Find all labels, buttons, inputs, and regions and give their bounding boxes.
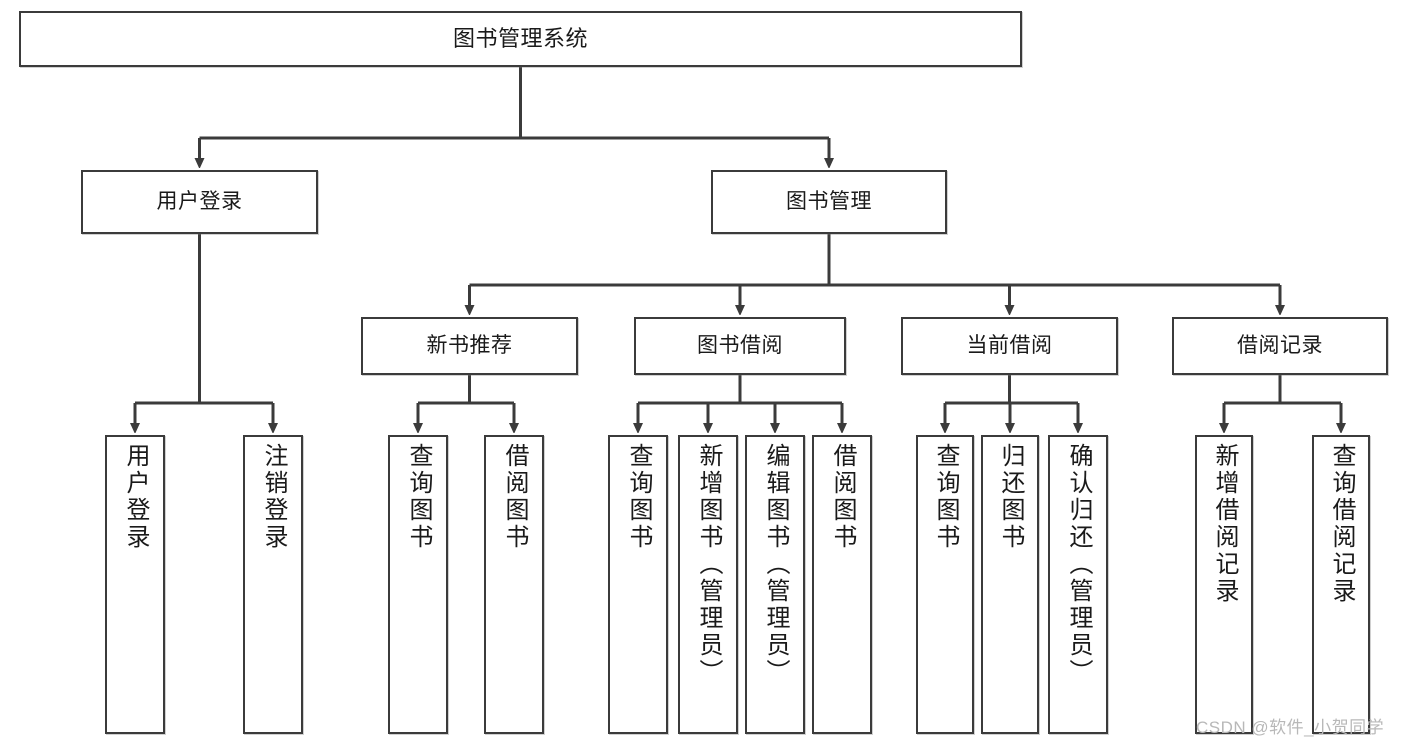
node-label: 查询图书 bbox=[405, 443, 432, 551]
node-label: 借阅记录 bbox=[1237, 333, 1323, 357]
node-leaf-logout[interactable]: 注销登录 bbox=[243, 435, 303, 734]
node-label: 图书管理 bbox=[786, 189, 872, 213]
node-borrow[interactable]: 图书借阅 bbox=[634, 317, 846, 375]
node-label: 用户登录 bbox=[122, 443, 149, 551]
node-login[interactable]: 用户登录 bbox=[81, 170, 318, 234]
node-leaf-edit[interactable]: 编辑图书（管理员） bbox=[745, 435, 805, 734]
node-label: 新增借阅记录 bbox=[1211, 443, 1238, 605]
node-label: 新书推荐 bbox=[426, 333, 513, 357]
node-label: 归还图书 bbox=[997, 443, 1024, 551]
node-newbook[interactable]: 新书推荐 bbox=[361, 317, 578, 375]
node-label: 借阅图书 bbox=[829, 443, 856, 551]
node-label: 当前借阅 bbox=[966, 333, 1053, 357]
node-leaf-query1[interactable]: 查询图书 bbox=[388, 435, 448, 734]
node-leaf-login[interactable]: 用户登录 bbox=[105, 435, 165, 734]
node-label: 查询图书 bbox=[932, 443, 959, 551]
node-label: 查询图书 bbox=[625, 443, 652, 551]
node-leaf-query3[interactable]: 查询图书 bbox=[916, 435, 974, 734]
node-leaf-borrow1[interactable]: 借阅图书 bbox=[484, 435, 544, 734]
node-label: 编辑图书（管理员） bbox=[762, 443, 789, 686]
node-label: 图书借阅 bbox=[697, 333, 783, 357]
node-leaf-addrec[interactable]: 新增借阅记录 bbox=[1195, 435, 1253, 734]
node-leaf-add[interactable]: 新增图书（管理员） bbox=[678, 435, 738, 734]
node-label: 图书管理系统 bbox=[452, 26, 588, 52]
node-current[interactable]: 当前借阅 bbox=[901, 317, 1118, 375]
node-label: 确认归还（管理员） bbox=[1065, 443, 1092, 686]
node-label: 注销登录 bbox=[260, 443, 287, 551]
node-records[interactable]: 借阅记录 bbox=[1172, 317, 1388, 375]
csdn-watermark: CSDN @软件_小贺同学 bbox=[1196, 718, 1385, 737]
node-label: 借阅图书 bbox=[501, 443, 528, 551]
node-label: 查询借阅记录 bbox=[1328, 443, 1355, 605]
node-leaf-return[interactable]: 归还图书 bbox=[981, 435, 1039, 734]
node-leaf-confirm[interactable]: 确认归还（管理员） bbox=[1048, 435, 1108, 734]
node-bookmgmt[interactable]: 图书管理 bbox=[711, 170, 947, 234]
node-label: 用户登录 bbox=[156, 189, 243, 213]
node-leaf-queryrec[interactable]: 查询借阅记录 bbox=[1312, 435, 1370, 734]
node-leaf-query2[interactable]: 查询图书 bbox=[608, 435, 668, 734]
node-root[interactable]: 图书管理系统 bbox=[19, 11, 1022, 67]
node-leaf-borrow2[interactable]: 借阅图书 bbox=[812, 435, 872, 734]
node-label: 新增图书（管理员） bbox=[695, 443, 722, 686]
